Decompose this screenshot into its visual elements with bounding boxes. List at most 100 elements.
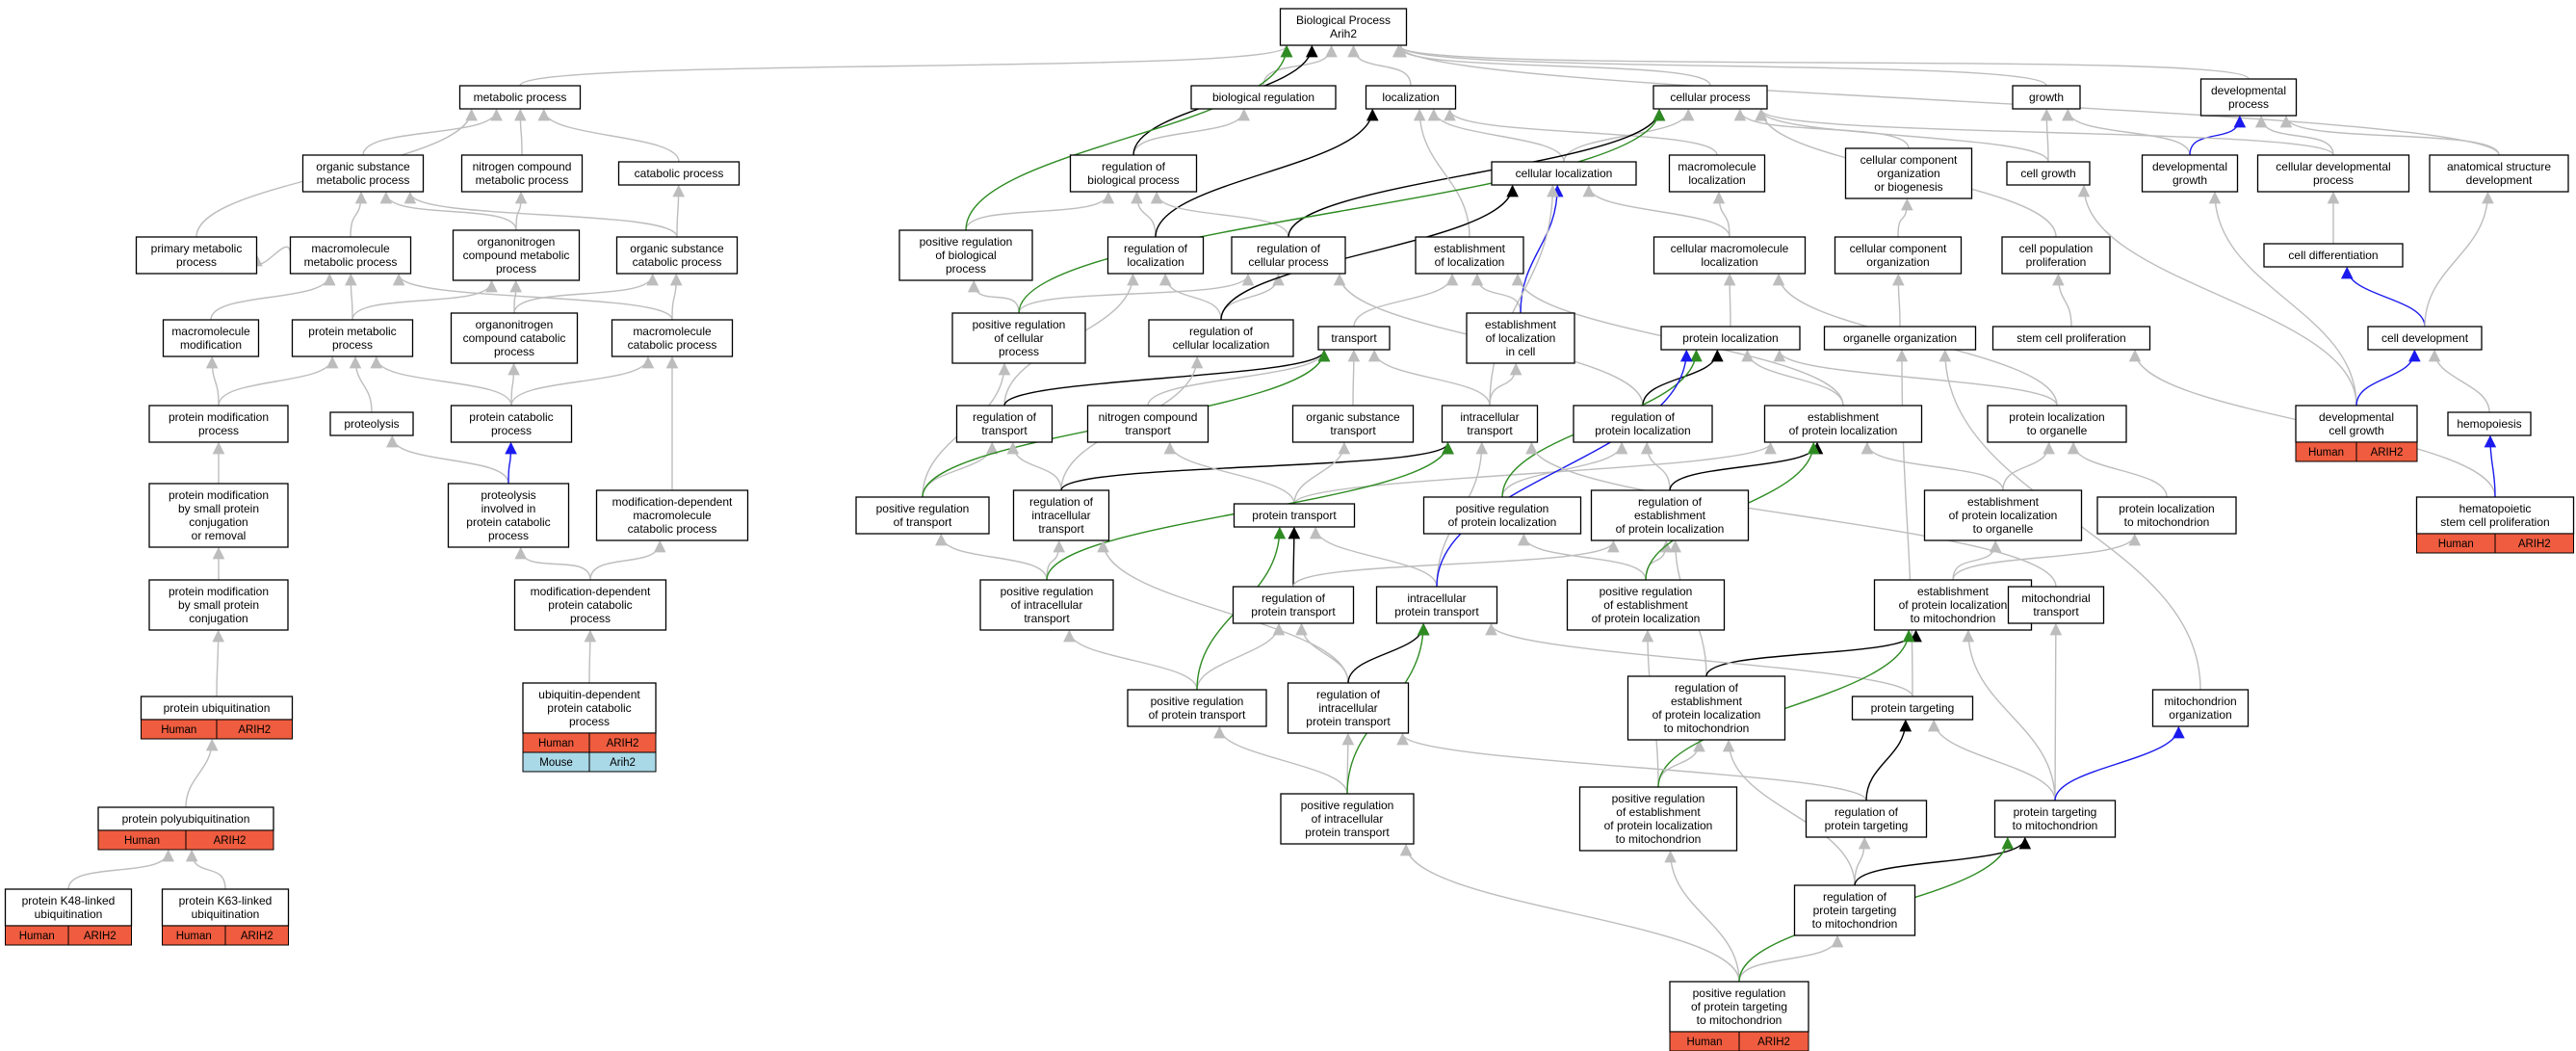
term-box (1851, 696, 1974, 721)
go-term-moddep-macro-cat[interactable]: modification-dependentmacromoleculecatab… (595, 489, 749, 541)
relation-edge (922, 441, 999, 498)
go-term-metabolic[interactable]: metabolic process (458, 85, 582, 110)
go-term-bio-reg[interactable]: biological regulation (1190, 85, 1337, 110)
go-term-catabolic[interactable]: catabolic process (617, 161, 741, 186)
go-term-proteolysis[interactable]: proteolysis (329, 411, 414, 436)
edge-gray (1292, 539, 1620, 588)
relation-edge (1396, 732, 1867, 801)
go-term-cell-loc[interactable]: cellular localization (1491, 161, 1637, 186)
go-term-prot-transport[interactable]: protein transport (1233, 503, 1356, 528)
go-term-localization[interactable]: localization (1365, 85, 1457, 110)
term-box (1491, 161, 1637, 186)
term-label-line: macromolecule (1678, 160, 1756, 173)
term-label-line: regulation of (1189, 325, 1254, 338)
go-term-cellular-proc[interactable]: cellular process (1652, 85, 1768, 110)
edge-gray (669, 273, 683, 321)
term-box (1069, 154, 1198, 193)
go-term-cell-diff[interactable]: cell differentiation (2263, 243, 2404, 268)
go-term-hemopoiesis[interactable]: hemopoiesis (2447, 411, 2532, 436)
term-label-line: establishment (1634, 509, 1706, 522)
go-term-stem-prolif[interactable]: stem cell proliferation (1991, 326, 2151, 351)
go-term-cell-dev[interactable]: cell development (2367, 326, 2483, 351)
go-term-growth[interactable]: growth (2012, 85, 2081, 110)
go-term-cell-growth[interactable]: cell growth (2006, 161, 2091, 186)
go-term-organelle-org[interactable]: organelle organization (1823, 326, 1977, 351)
go-term-prot-targeting[interactable]: protein targeting (1851, 696, 1974, 721)
go-term-prot-loc[interactable]: protein localization (1660, 326, 1801, 351)
term-label-line: process (198, 424, 239, 437)
go-term-transport[interactable]: transport (1317, 326, 1391, 351)
